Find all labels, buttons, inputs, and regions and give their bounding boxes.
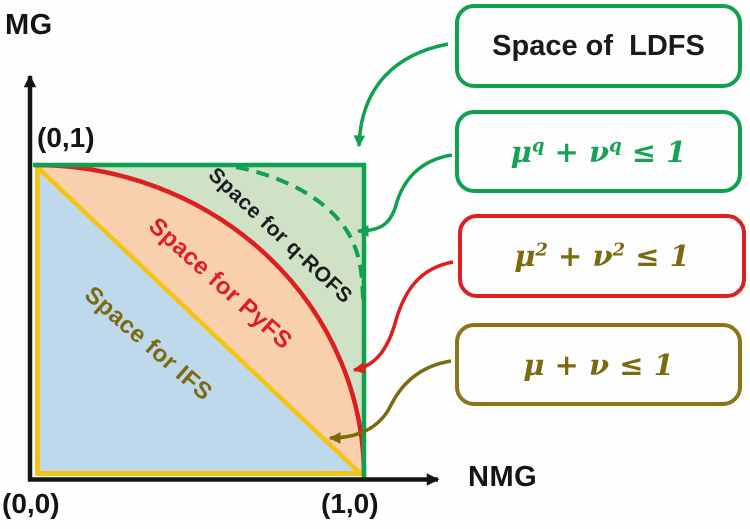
pyfs-boundary-curve <box>34 162 367 477</box>
legend-box-pyfs-formula: μ2 + ν2 ≤ 1 <box>458 214 746 298</box>
ifs-arrow <box>328 359 452 444</box>
y-axis-label: MG <box>5 9 53 41</box>
qrofs-formula: μq + νq ≤ 1 <box>510 134 687 169</box>
coord-label-0-0: (0,0) <box>2 488 60 519</box>
qrofs-boundary-dashed-curve <box>235 165 365 306</box>
ldfs-arrow <box>353 42 449 148</box>
legend-box-ifs-formula: μ + ν ≤ 1 <box>455 323 742 406</box>
coord-label-0-1: (0,1) <box>37 122 95 153</box>
legend-box-ldfs: Space of LDFS <box>455 4 742 88</box>
legend-box-qrofs-formula: μq + νq ≤ 1 <box>455 110 742 193</box>
ifs-formula: μ + ν ≤ 1 <box>523 347 674 382</box>
pyfs-arrow <box>352 260 454 374</box>
pyfs-formula: μ2 + ν2 ≤ 1 <box>514 239 690 273</box>
coord-label-1-0: (1,0) <box>321 488 379 519</box>
x-axis-label: NMG <box>468 461 538 493</box>
ldfs-label: Space of LDFS <box>492 29 705 62</box>
ifs-boundary-line <box>34 164 364 477</box>
qrofs-arrow <box>356 153 453 237</box>
